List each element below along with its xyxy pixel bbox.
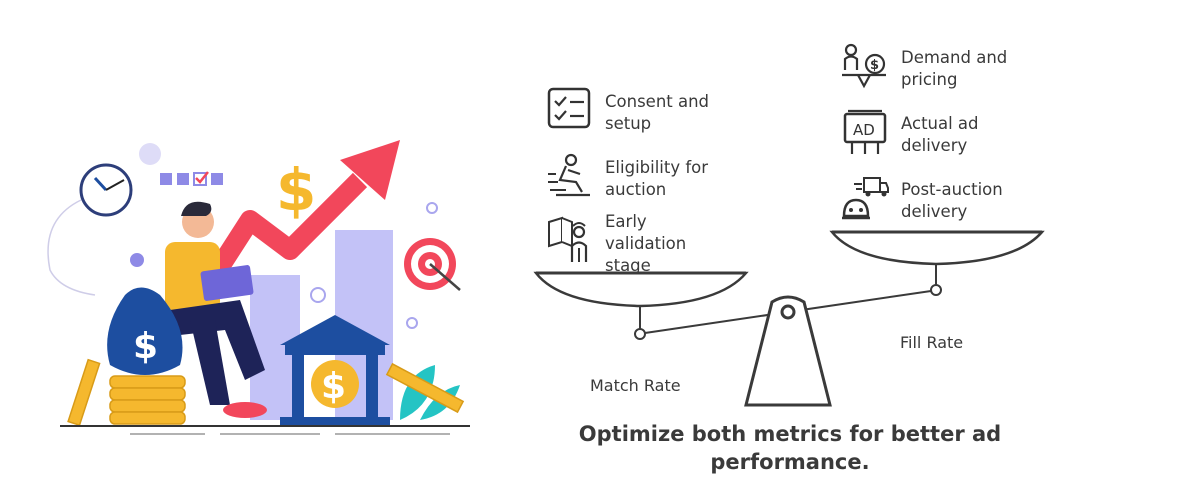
- scale-money-icon: $: [842, 43, 886, 89]
- balance-scale: [533, 230, 1045, 407]
- decor-circle: [130, 253, 144, 267]
- slide-icon: [548, 153, 590, 197]
- inspection-icon: [548, 216, 588, 262]
- diagram-caption: Optimize both metrics for better ad perf…: [578, 422, 1002, 474]
- money-bag-icon: $: [107, 287, 183, 375]
- decor-circle: [406, 317, 418, 329]
- svg-text:$: $: [133, 326, 158, 367]
- decor-circle: [426, 202, 438, 214]
- checkbox-row-icon: [160, 171, 223, 186]
- person-figure: [165, 201, 267, 418]
- finance-growth-illustration: $ $ $: [47, 140, 470, 435]
- left-pan: [533, 271, 749, 308]
- scale-fulcrum: [744, 295, 832, 407]
- bank-building-icon: $: [280, 315, 390, 425]
- delivery-truck-icon: [842, 177, 889, 220]
- svg-text:$: $: [321, 366, 346, 407]
- factor-post-auction: Post-auction delivery: [901, 180, 1003, 221]
- right-pan: [829, 230, 1045, 266]
- factor-actual-delivery: Actual ad delivery: [901, 114, 979, 155]
- fill-rate-label: Fill Rate: [900, 333, 964, 352]
- svg-text:AD: AD: [853, 121, 875, 139]
- decor-circle: [310, 287, 326, 303]
- target-icon: [404, 238, 461, 291]
- growth-arrow-icon: [196, 172, 368, 296]
- factor-early-validation: Early validation stage: [605, 212, 687, 275]
- plant-leaves-icon: [385, 362, 465, 420]
- gold-dollar-icon: $: [276, 156, 316, 224]
- factor-demand-pricing: Demand and pricing: [901, 48, 1008, 89]
- clock-icon: [47, 163, 133, 296]
- match-rate-label: Match Rate: [590, 376, 681, 395]
- svg-text:$: $: [870, 58, 879, 73]
- factor-eligibility: Eligibility for auction: [605, 158, 709, 199]
- factor-consent-setup: Consent and setup: [605, 92, 710, 133]
- decor-circle: [139, 143, 161, 165]
- checklist-icon: [547, 87, 591, 129]
- coin-stack-icon: [67, 358, 186, 427]
- billboard-ad-icon: AD: [843, 109, 887, 154]
- arrow-head: [340, 140, 400, 200]
